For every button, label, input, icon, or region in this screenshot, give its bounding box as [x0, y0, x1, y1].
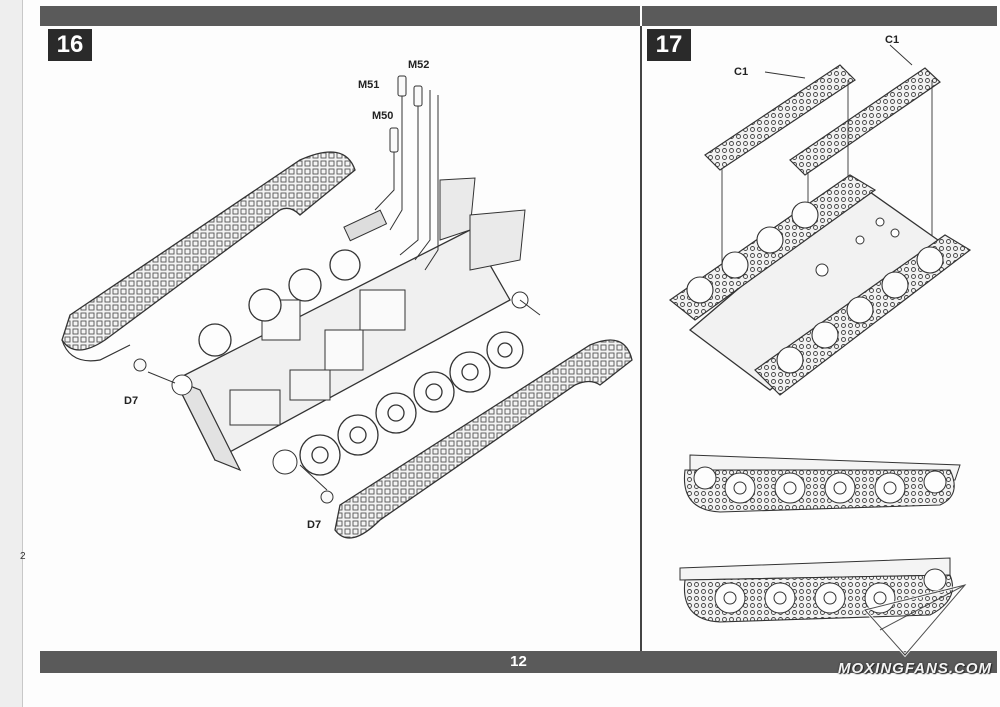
part-label-m50: M50	[372, 110, 394, 122]
right-track-assembly	[334, 339, 633, 539]
part-label-c1-left: C1	[734, 66, 749, 78]
watermark-emblem	[862, 582, 970, 658]
step-divider	[640, 26, 642, 651]
step-17-side-view-top	[683, 454, 961, 513]
step-17-track-parts	[704, 44, 941, 300]
left-track-assembly	[61, 151, 356, 362]
part-label-d7-bottom: D7	[307, 519, 322, 531]
step-16-number: 16	[48, 29, 92, 61]
part-label-d7-left: D7	[124, 395, 139, 407]
top-bar-left	[40, 6, 640, 26]
top-bar-right	[642, 6, 997, 26]
side-page-number: 2	[20, 551, 26, 562]
part-label-m52: M52	[408, 59, 430, 71]
part-label-m51: M51	[358, 79, 380, 91]
step-17-number: 17	[647, 29, 691, 61]
page-number: 12	[40, 651, 997, 673]
page-binding-edge	[0, 0, 23, 707]
hull-assembly	[171, 177, 529, 476]
step-17-hull-assembly	[668, 174, 972, 396]
part-label-c1-right: C1	[885, 34, 900, 46]
suspension-parts	[133, 75, 541, 504]
watermark-text: MOXINGFANS.COM	[838, 660, 993, 677]
step-17-side-view-bottom	[679, 557, 954, 623]
